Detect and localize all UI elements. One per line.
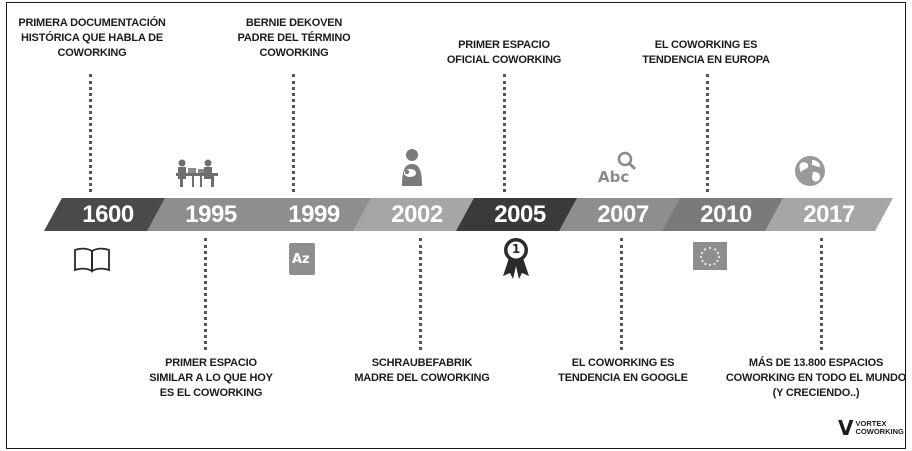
- event-label-2005: PRIMER ESPACIO OFICIAL COWORKING: [446, 39, 562, 66]
- logo-line-2: COWORKING: [855, 427, 904, 436]
- people-at-table-icon: [174, 158, 220, 193]
- az-text: Az: [292, 252, 310, 267]
- ribbon-number: 1: [511, 242, 521, 256]
- globe-icon: [793, 154, 827, 193]
- logo-text: VORTEX COWORKING: [855, 420, 903, 436]
- abc-search-icon: Abc: [598, 150, 644, 188]
- first-place-ribbon-icon: 1: [501, 236, 531, 280]
- eu-flag-icon: [693, 242, 727, 275]
- event-label-1600: PRIMERA DOCUMENTACIÓN HISTÓRICA QUE HABL…: [18, 17, 166, 59]
- event-label-1995: PRIMER ESPACIO SIMILAR A LO QUE HOY ES E…: [149, 357, 273, 399]
- event-label-2007: EL COWORKING ES TENDENCIA EN GOOGLE: [558, 357, 688, 384]
- connector-2017: [820, 238, 823, 350]
- connector-2010: [706, 74, 709, 192]
- vortex-coworking-logo: V VORTEX COWORKING: [838, 418, 904, 438]
- connector-2007: [620, 238, 623, 350]
- logo-mark: V: [838, 416, 854, 440]
- connector-1600: [89, 74, 92, 192]
- year-band-1999: 1999: [250, 198, 378, 231]
- event-label-2010: EL COWORKING ES TENDENCIA EN EUROPA: [642, 39, 770, 66]
- logo-line-1: VORTEX: [855, 419, 887, 428]
- connector-2005: [503, 74, 506, 192]
- event-label-1999: BERNIE DEKOVEN PADRE DEL TÉRMINO COWORKI…: [237, 17, 351, 59]
- mother-baby-icon: [399, 148, 425, 193]
- connector-1995: [204, 238, 207, 350]
- connector-2002: [419, 238, 422, 350]
- event-label-2017: MÁS DE 13.800 ESPACIOS COWORKING EN TODO…: [725, 357, 907, 399]
- book-icon: [73, 246, 111, 279]
- year-band-1600: 1600: [44, 198, 172, 231]
- abc-text: Abc: [598, 168, 630, 186]
- event-label-2002: SCHRAUBEFABRIK MADRE DEL COWORKING: [354, 357, 490, 384]
- connector-1999: [292, 74, 295, 192]
- dictionary-az-icon: Az: [289, 243, 315, 275]
- year-band-2017: 2017: [765, 198, 893, 231]
